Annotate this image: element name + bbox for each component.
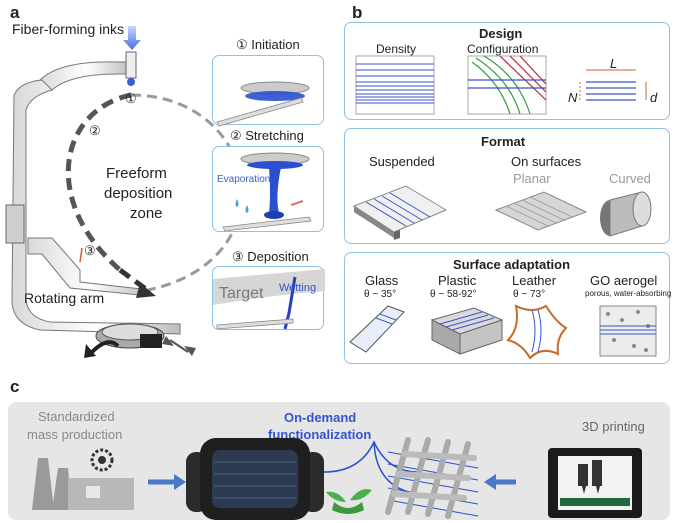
- evaporation-label: Evaporation: [217, 174, 271, 185]
- spacing-symbol: d: [650, 90, 658, 105]
- step-initiation-title: ① Initiation: [236, 37, 300, 52]
- surface-adaptation-heading: Surface adaptation: [453, 257, 571, 272]
- panel-a-letter: a: [10, 3, 20, 22]
- zone-label-line1: Freeform: [106, 165, 167, 182]
- suspended-label: Suspended: [369, 154, 435, 169]
- step-marker-2: ②: [89, 123, 101, 138]
- planar-label: Planar: [513, 171, 551, 186]
- zone-label-line2: deposition: [104, 185, 173, 202]
- target-label: Target: [219, 285, 264, 302]
- stretching-drawing: [222, 152, 312, 232]
- deposition-drawing: [213, 269, 325, 330]
- length-symbol: L: [610, 56, 618, 71]
- step-initiation-box: [212, 55, 324, 127]
- step-stretching-title: ② Stretching: [230, 128, 304, 143]
- on-surfaces-label: On surfaces: [511, 154, 582, 169]
- curved-label: Curved: [609, 171, 651, 186]
- step-marker-1: ①: [125, 91, 137, 106]
- 3d-printing-label: 3D printing: [582, 419, 645, 434]
- count-symbol: N: [568, 90, 578, 105]
- glass-label: Glass: [365, 273, 399, 288]
- plastic-angle: θ ~ 58-92°: [430, 289, 477, 300]
- zone-label-line3: zone: [130, 205, 163, 222]
- go-aerogel-label: GO aerogel: [590, 273, 658, 288]
- format-heading: Format: [481, 134, 526, 149]
- panel-c-letter: c: [10, 377, 20, 396]
- step-stretching-box: [212, 146, 324, 232]
- surface-drawings: [349, 304, 657, 360]
- mass-production-line2: mass production: [27, 427, 123, 442]
- on-demand-line2: functionalization: [268, 427, 372, 442]
- density-label: Density: [376, 42, 417, 56]
- go-aerogel-note: porous, water-absorbing: [585, 289, 672, 298]
- design-drawings: [355, 55, 647, 115]
- glass-angle: θ ~ 35°: [364, 289, 397, 300]
- panel-c-drawings: [32, 437, 642, 520]
- rotating-arm-label: Rotating arm: [24, 290, 105, 306]
- step-deposition-title: ③ Deposition: [232, 249, 309, 264]
- design-heading: Design: [479, 26, 523, 41]
- initiation-drawing: [216, 81, 310, 127]
- step-marker-3: ③: [84, 243, 96, 258]
- leather-angle: θ ~ 73°: [513, 289, 546, 300]
- inks-label: Fiber-forming inks: [12, 21, 125, 37]
- panel-b-letter: b: [352, 3, 363, 22]
- step-deposition-box: [212, 266, 325, 330]
- mass-production-line1: Standardized: [38, 409, 115, 424]
- configuration-label: Configuration: [467, 42, 539, 56]
- plastic-label: Plastic: [438, 273, 477, 288]
- leather-label: Leather: [512, 273, 557, 288]
- wetting-label: Wetting: [279, 282, 317, 294]
- format-drawings: [352, 185, 652, 240]
- on-demand-line1: On-demand: [284, 410, 357, 425]
